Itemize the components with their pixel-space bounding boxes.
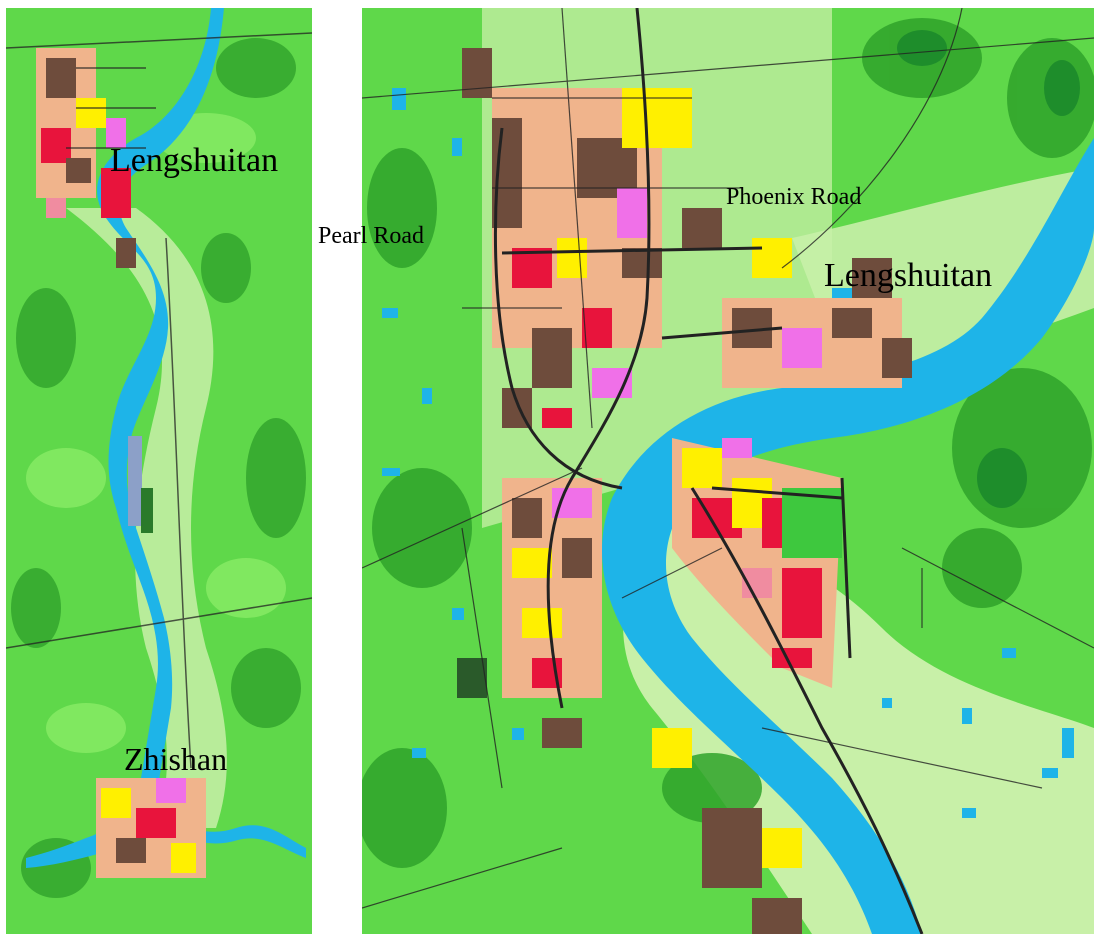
built-area-west <box>462 48 722 428</box>
minor-roads <box>362 8 1094 909</box>
xiang-river <box>602 138 1094 934</box>
road-label-phoenix-road: Phoenix Road <box>726 184 862 210</box>
forest-patches <box>11 38 306 898</box>
road-label-pearl-road: Pearl Road <box>318 223 424 249</box>
built-area-lengshuitan <box>36 48 136 268</box>
built-area-south <box>652 728 802 934</box>
built-area-east <box>722 238 912 388</box>
roads <box>6 32 312 769</box>
built-area-zhishan <box>96 778 206 878</box>
place-label-lengshuitan-overview: Lengshuitan <box>110 142 279 179</box>
built-area-peninsula <box>672 438 842 688</box>
detail-map[interactable] <box>362 8 1094 934</box>
overview-map[interactable] <box>6 8 312 934</box>
detail-map-graphic <box>362 8 1094 934</box>
place-label-zhishan: Zhishan <box>124 741 228 777</box>
plain-south <box>623 528 1094 934</box>
main-roads <box>493 8 924 934</box>
airport <box>128 436 142 526</box>
overview-map-graphic <box>6 8 312 934</box>
place-label-lengshuitan-detail: Lengshuitan <box>824 257 993 294</box>
river <box>26 8 224 868</box>
